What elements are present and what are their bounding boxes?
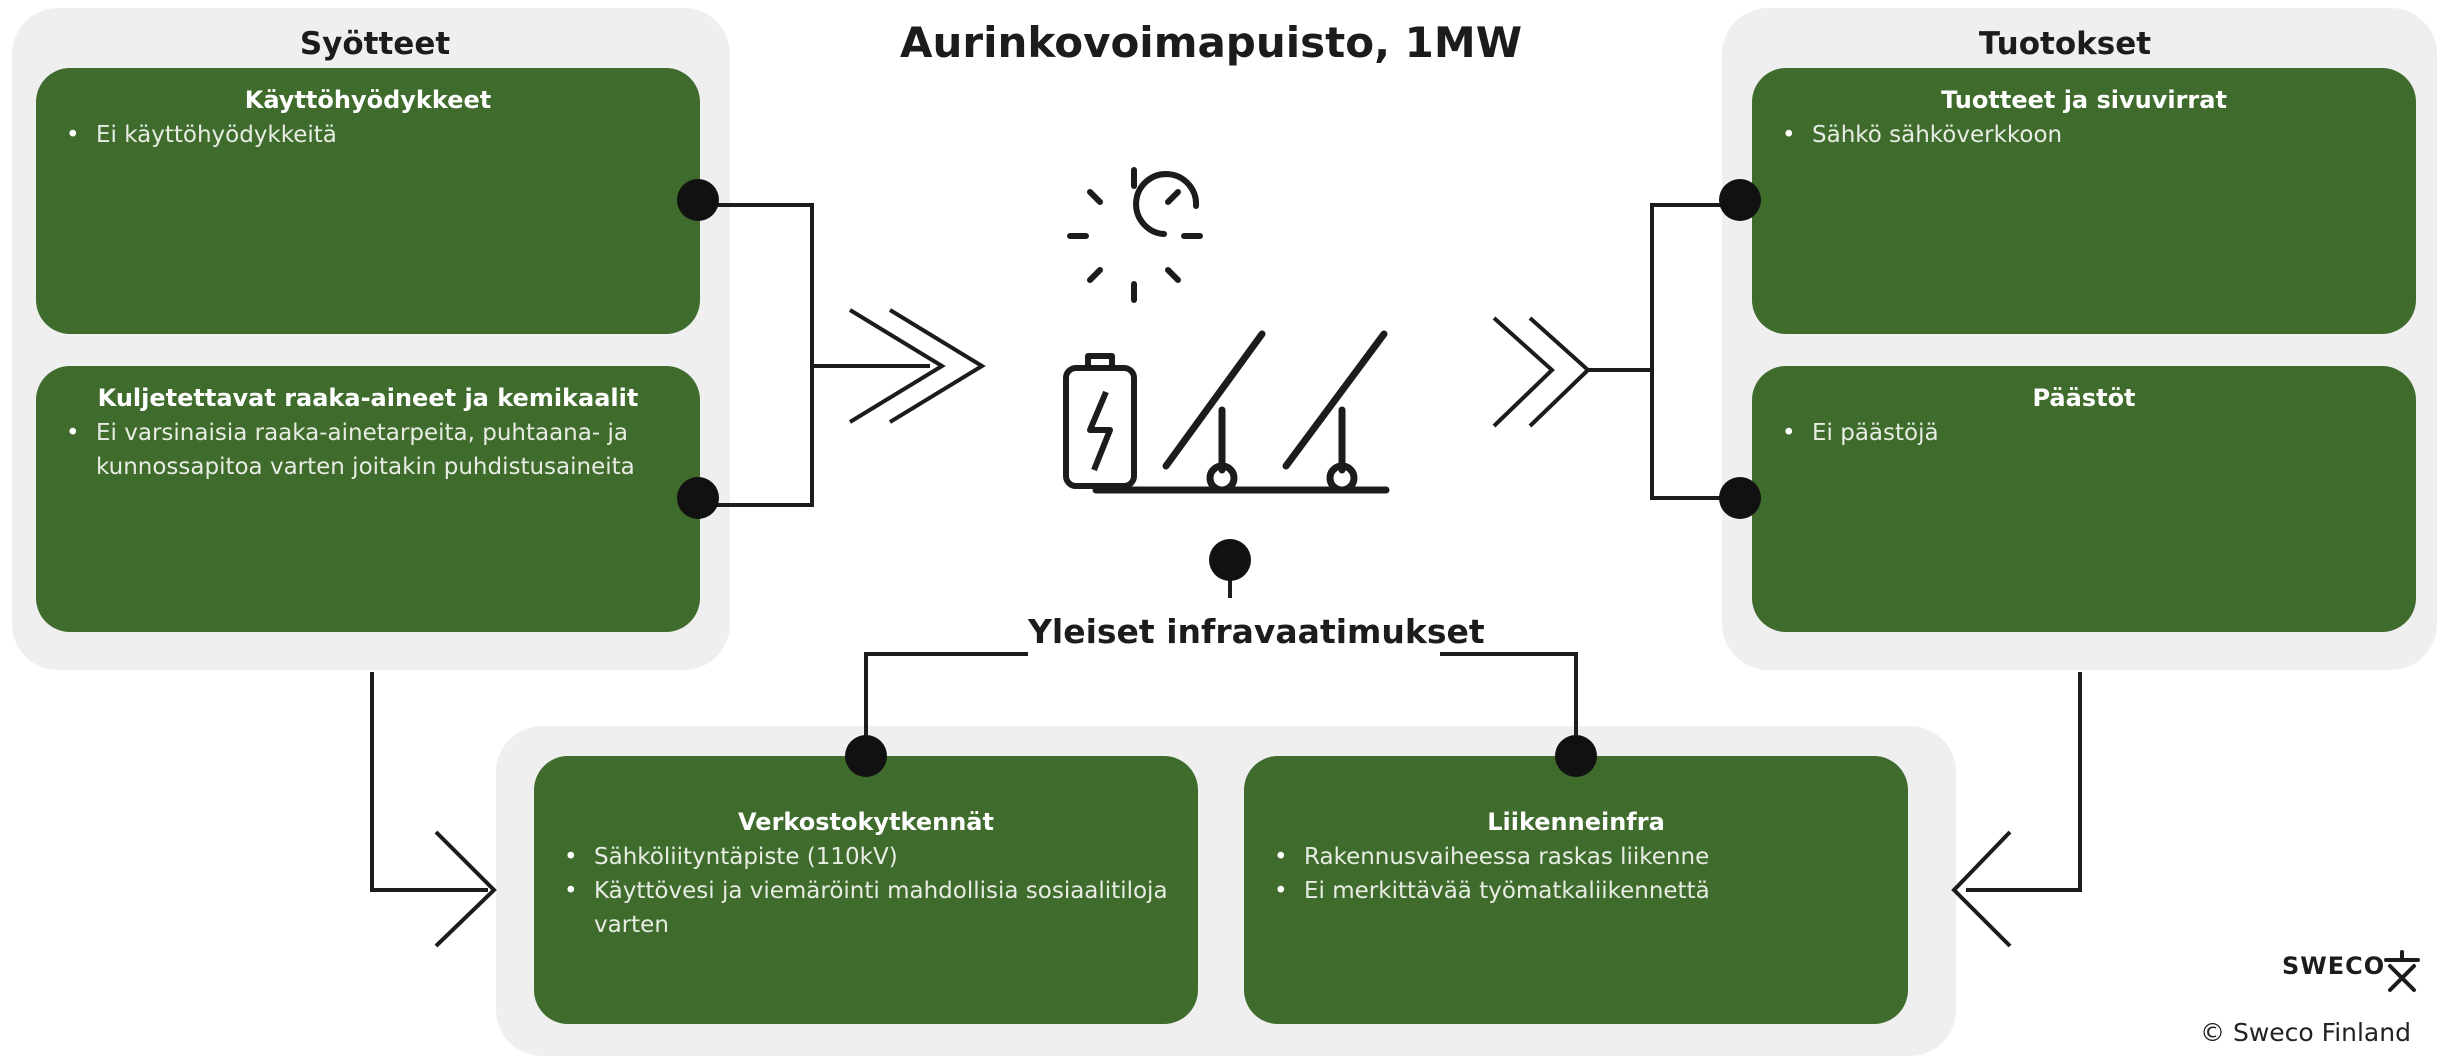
infra-label: Yleiset infravaatimukset (1028, 612, 1485, 651)
card-title: Päästöt (2032, 384, 2136, 412)
list-item: Ei päästöjä (1782, 416, 2392, 450)
connector-dot (677, 477, 719, 519)
connector-dot (1209, 539, 1251, 581)
list-item: Ei käyttöhyödykkeitä (66, 118, 676, 152)
sweco-logo-mark (2384, 950, 2420, 992)
list-item: Sähkö sähköverkkoon (1782, 118, 2392, 152)
connector-dot (845, 735, 887, 777)
output-arrow-outer (1492, 316, 1555, 428)
inputs-panel-title: Syötteet (299, 26, 451, 62)
infra-connector-right (1440, 652, 1578, 754)
infra-card-traffic: Liikenneinfra Rakennusvaiheessa raskas l… (1244, 756, 1908, 1024)
output-card-products: Tuotteet ja sivuvirrat Sähkö sähköverkko… (1752, 68, 2416, 334)
connector-dot (677, 179, 719, 221)
card-title: Verkostokytkennät (738, 808, 994, 836)
card-title: Käyttöhyödykkeet (244, 86, 492, 114)
infra-connector-left (864, 652, 1028, 754)
list-item: Sähköliityntäpiste (110kV) (564, 840, 1174, 874)
outputs-to-infra-line (1966, 672, 2082, 892)
input-card-materials: Kuljetettavat raaka-aineet ja kemikaalit… (36, 366, 700, 632)
connector-dot (1719, 179, 1761, 221)
output-arrow-inner (1528, 316, 1591, 428)
outputs-panel-title: Tuotokset (1978, 26, 2152, 62)
card-title: Liikenneinfra (1487, 808, 1665, 836)
battery-charging-icon (1063, 353, 1137, 489)
output-connector-bracket (1650, 203, 1722, 500)
solar-panel-icon (1092, 330, 1390, 494)
input-arrow-inner (888, 308, 986, 424)
connector-dot (1719, 477, 1761, 519)
output-card-emissions: Päästöt Ei päästöjä (1752, 366, 2416, 632)
sun-icon (1067, 167, 1203, 303)
input-card-utilities: Käyttöhyödykkeet Ei käyttöhyödykkeitä (36, 68, 700, 334)
inputs-to-infra-line (370, 672, 488, 892)
connector-dot (1555, 735, 1597, 777)
outputs-to-infra-arrow (1951, 830, 2012, 948)
input-connector-top (698, 203, 814, 507)
list-item: Ei varsinaisia raaka-ainetarpeita, puhta… (66, 416, 676, 484)
input-arrow-outer (848, 308, 946, 424)
sweco-logo: SWECO (2282, 952, 2385, 980)
copyright: © Sweco Finland (2200, 1018, 2411, 1047)
logo-text: SWECO (2282, 952, 2386, 980)
list-item: Käyttövesi ja viemäröinti mahdollisia so… (564, 874, 1174, 942)
card-title: Tuotteet ja sivuvirrat (1941, 86, 2227, 114)
inputs-to-infra-arrow (434, 830, 497, 948)
list-item: Rakennusvaiheessa raskas liikenne (1274, 840, 1884, 874)
list-item: Ei merkittävää työmatkaliikennettä (1274, 874, 1884, 908)
card-title: Kuljetettavat raaka-aineet ja kemikaalit (97, 384, 639, 412)
infra-card-networks: Verkostokytkennät Sähköliityntäpiste (11… (534, 756, 1198, 1024)
